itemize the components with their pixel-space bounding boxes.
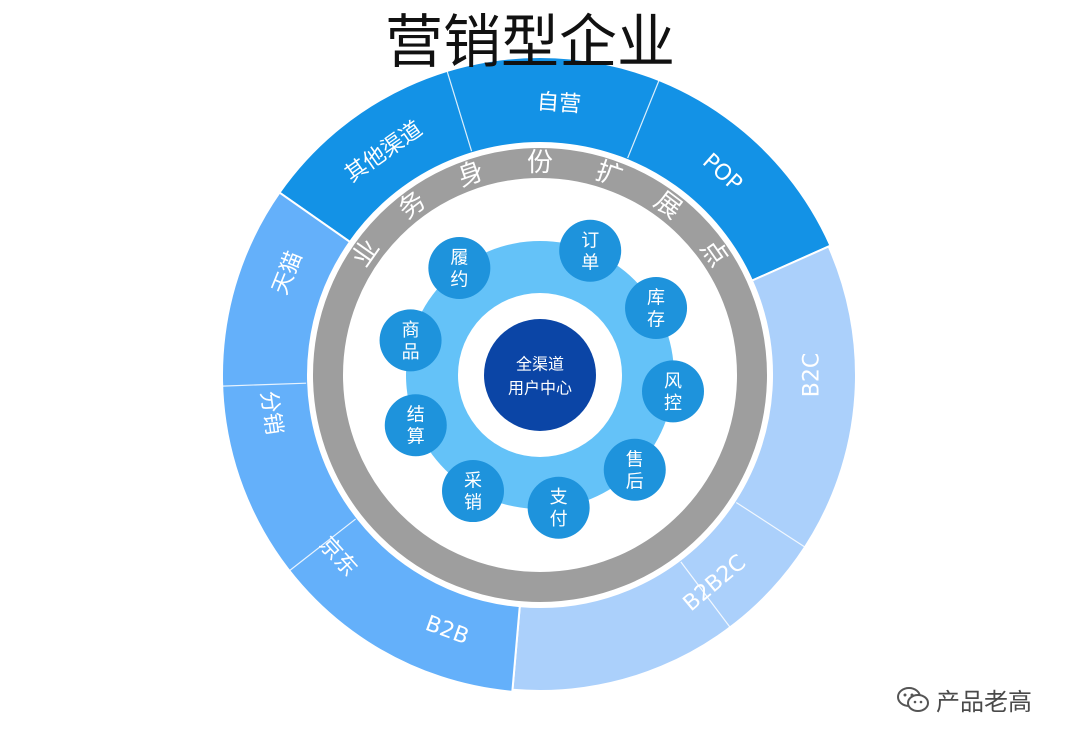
capability-node-label: 控	[664, 393, 682, 414]
page-title: 营销型企业	[385, 8, 675, 76]
capability-node-label: 销	[464, 493, 482, 514]
capability-node: 履约	[428, 236, 491, 299]
channel-divider	[735, 501, 808, 549]
capability-node-label: 后	[626, 471, 644, 492]
core-circle	[484, 319, 596, 431]
capability-node-label: 算	[407, 427, 425, 448]
capability-node: 结算	[384, 394, 447, 457]
core-label: 全渠道	[516, 355, 564, 374]
capability-node-label: 存	[647, 310, 665, 331]
capability-node-label: 售	[626, 449, 644, 470]
capability-node-label: 品	[402, 342, 420, 363]
capability-node-label: 采	[464, 471, 482, 492]
capability-node: 库存	[625, 277, 688, 339]
capability-node-label: 履	[450, 247, 468, 268]
capability-node: 订单	[559, 219, 622, 282]
capability-node-label: 商	[402, 320, 420, 341]
capability-node: 商品	[379, 309, 442, 372]
channel-label: B2C	[800, 353, 825, 397]
capability-node: 售后	[603, 438, 666, 501]
capability-node-label: 约	[450, 269, 468, 290]
capability-node-circle	[379, 309, 442, 372]
capability-node-circle	[527, 476, 590, 539]
capability-node-circle	[603, 438, 666, 501]
capability-node: 采销	[442, 460, 504, 523]
wechat-icon	[897, 686, 929, 712]
capability-node-label: 风	[664, 371, 682, 392]
channel-divider	[289, 518, 356, 572]
capability-node-circle	[559, 219, 622, 282]
capability-node-label: 库	[647, 288, 665, 309]
capability-node: 风控	[642, 360, 705, 423]
capability-node-circle	[384, 394, 447, 457]
channel-divider	[680, 561, 732, 630]
capability-node: 支付	[527, 476, 590, 539]
channel-group-arc	[221, 191, 521, 693]
capability-node-label: 支	[550, 487, 568, 508]
channel-label: 自营	[536, 90, 582, 118]
channel-group-arc	[511, 245, 857, 692]
business-ring-band	[313, 148, 767, 602]
capability-node-circle	[442, 460, 504, 523]
capability-node-label: 结	[407, 405, 425, 426]
core-label: 用户中心	[508, 379, 572, 398]
watermark-text: 产品老高	[936, 688, 1032, 716]
capability-node-label: 单	[581, 252, 599, 273]
capability-node-circle	[642, 360, 705, 423]
channel-group-arc	[278, 56, 832, 282]
channel-divider	[446, 70, 473, 152]
channel-label: 分销	[255, 389, 286, 436]
channel-divider	[627, 79, 660, 159]
channel-divider	[222, 382, 307, 387]
capability-node-label: 订	[581, 230, 599, 251]
capability-node-circle	[625, 277, 688, 339]
watermark: 产品老高	[896, 682, 1032, 717]
business-ring-char: 份	[527, 148, 553, 178]
capability-node-circle	[428, 236, 491, 299]
capability-node-label: 付	[550, 509, 568, 530]
